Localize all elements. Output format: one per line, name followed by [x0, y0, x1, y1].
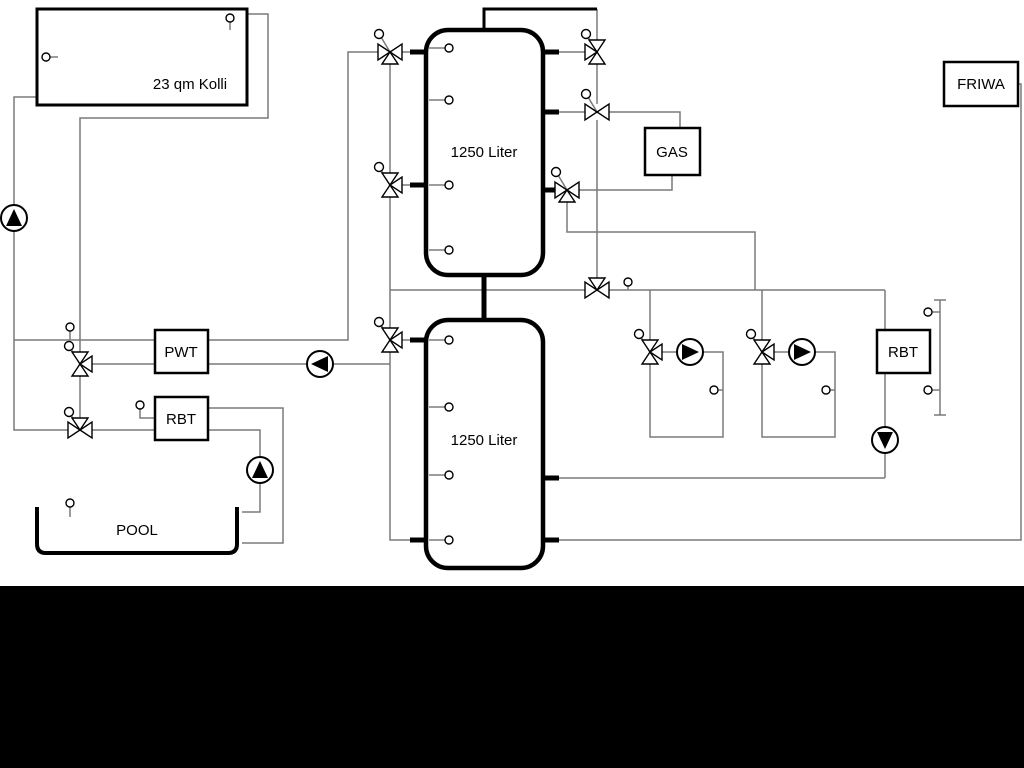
pipe — [208, 51, 378, 341]
pipe — [579, 175, 673, 191]
electric-heater-line — [934, 299, 946, 416]
bottom-black-bar — [0, 586, 1024, 768]
rbt-right-box — [875, 328, 932, 375]
pipe — [761, 351, 836, 438]
pipe — [242, 483, 261, 513]
tank-upper-label: 1250 Liter — [451, 144, 518, 161]
solar-collector-box — [35, 7, 249, 107]
pump-icon — [246, 456, 274, 484]
friwa-module-box — [942, 60, 1020, 108]
tank-lower-label: 1250 Liter — [451, 432, 518, 449]
temperature-sensor-icon — [429, 43, 454, 53]
temperature-sensor-icon — [709, 385, 723, 395]
mixing-valve-icon — [373, 28, 403, 65]
temperature-sensor-icon — [821, 385, 835, 395]
pump-icon — [676, 338, 704, 366]
pipe — [208, 429, 261, 457]
pwt-heat-exchanger-box — [153, 328, 210, 375]
pipe — [649, 351, 724, 438]
temperature-sensor-icon — [623, 277, 633, 290]
gas-boiler-box — [643, 126, 702, 177]
buffer-tank-lower — [423, 317, 546, 571]
pool-label: POOL — [116, 522, 158, 539]
pumps — [0, 204, 899, 484]
temperature-sensor-icon — [225, 13, 235, 30]
temperature-sensor-icon — [923, 385, 940, 395]
friwa-label: FRIWA — [957, 76, 1005, 93]
rbt-right-label: RBT — [888, 344, 918, 361]
mixing-valve-icon — [373, 316, 403, 353]
mixing-valve-icon — [63, 406, 93, 440]
temperature-sensor-icon — [65, 322, 75, 340]
pipe — [566, 202, 756, 290]
gas-label: GAS — [656, 144, 688, 161]
mixing-valve-icon — [63, 340, 93, 377]
rbt-left-label: RBT — [166, 411, 196, 428]
mixing-valve-icon — [745, 328, 775, 365]
pipe — [609, 111, 681, 128]
labels: 23 qm Kolli 1250 Liter 1250 Liter GAS FR… — [116, 76, 1005, 539]
pipe — [139, 409, 155, 419]
temperature-sensor-icon — [923, 307, 940, 317]
pipe — [208, 407, 284, 544]
pump-icon — [788, 338, 816, 366]
pipe-network — [13, 9, 1022, 544]
pipe — [79, 13, 269, 352]
temperature-sensor-icon — [429, 180, 454, 190]
temperature-sensor-icon — [429, 245, 454, 255]
collector-label: 23 qm Kolli — [153, 76, 227, 93]
mixing-valve-icon — [633, 328, 663, 365]
temperature-sensor-icon — [429, 535, 454, 545]
temperature-sensor-icon — [65, 498, 75, 517]
mixing-valve-icon — [584, 277, 610, 300]
pipe — [13, 96, 68, 431]
sensors — [41, 13, 940, 545]
pwt-label: PWT — [164, 344, 197, 361]
pump-icon — [0, 204, 28, 232]
mixing-valve-icon — [373, 161, 403, 198]
temperature-sensor-icon — [41, 52, 58, 62]
temperature-sensor-icon — [429, 470, 454, 480]
mixing-valve-icon — [580, 88, 610, 122]
pipe — [559, 83, 1022, 541]
mixing-valve-icon — [580, 28, 607, 65]
buffer-tank-upper — [423, 27, 546, 278]
valves — [63, 28, 775, 440]
temperature-sensor-icon — [429, 402, 454, 412]
temperature-sensor-icon — [429, 95, 454, 105]
pool-basin — [35, 507, 239, 555]
pipe — [389, 352, 410, 541]
tank-top-header — [482, 7, 597, 30]
pump-icon — [871, 426, 899, 454]
rbt-left-box — [153, 395, 210, 442]
pump-icon — [306, 350, 334, 378]
components — [35, 7, 1020, 571]
mixing-valve-icon — [550, 166, 580, 203]
temperature-sensor-icon — [429, 335, 454, 345]
temperature-sensor-icon — [135, 400, 145, 410]
